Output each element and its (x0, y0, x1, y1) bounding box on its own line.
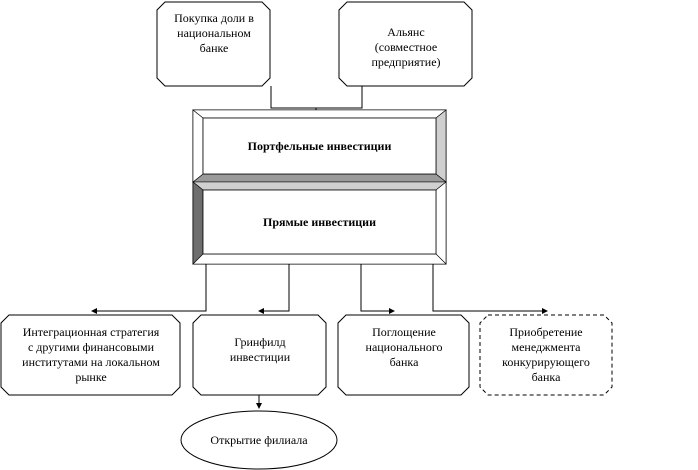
box-alliance-shape (338, 1, 473, 87)
ellipse-branch-shape (180, 410, 338, 470)
box-greenfield-shape (192, 314, 327, 396)
ellipse-branch: Открытие филиала (210, 432, 308, 447)
connectors-bottom (91, 264, 548, 314)
box-share-purchase-shape (156, 1, 271, 87)
central-block (192, 109, 447, 265)
connector-top-boxes (270, 86, 363, 109)
box-acquisition: Приобретение менеджмента конкурирующего … (502, 325, 590, 384)
box-integration: Интеграционная стратегия с другими финан… (22, 325, 160, 384)
box-direct: Прямые инвестиции (262, 214, 377, 229)
box-share-purchase: Покупка доли в национальном банке (174, 10, 254, 55)
box-acquisition-shape (479, 314, 613, 396)
box-takeover: Поглощение национального банка (365, 324, 443, 369)
box-greenfield: Гринфилд инвестиции (229, 335, 291, 364)
box-portfolio: Портфельные инвестиции (247, 138, 392, 153)
box-integration-shape (0, 314, 181, 396)
box-takeover-shape (337, 314, 470, 396)
box-alliance: Альянс (совместное предприятие) (371, 24, 441, 69)
